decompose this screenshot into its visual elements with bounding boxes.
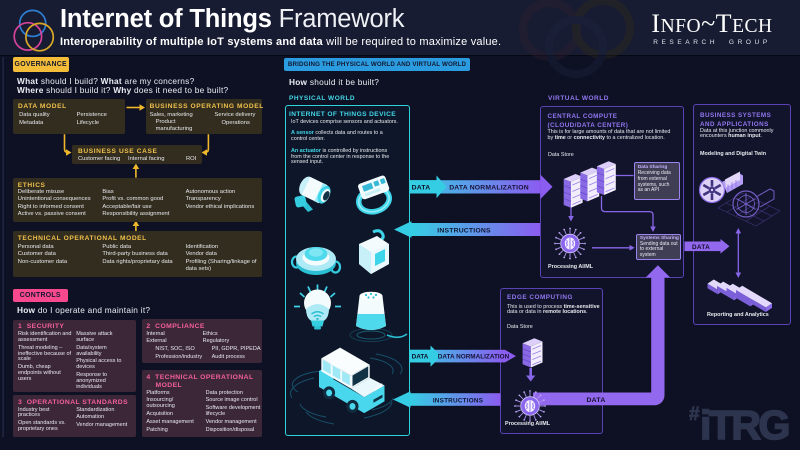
svg-text:INSTRUCTIONS: INSTRUCTIONS xyxy=(437,227,491,234)
svg-text:DATA: DATA xyxy=(692,244,710,251)
svg-text:DATA: DATA xyxy=(412,354,429,361)
svg-text:DATA: DATA xyxy=(586,397,605,404)
svg-text:DATA NORMALIZATION: DATA NORMALIZATION xyxy=(449,185,529,192)
svg-text:iTRG: iTRG xyxy=(700,402,789,448)
svg-text:INSTRUCTIONS: INSTRUCTIONS xyxy=(433,397,484,404)
svg-text:DATA: DATA xyxy=(412,185,431,192)
svg-text:DATA NORMALIZATION: DATA NORMALIZATION xyxy=(438,354,510,361)
svg-text:#: # xyxy=(689,404,700,425)
